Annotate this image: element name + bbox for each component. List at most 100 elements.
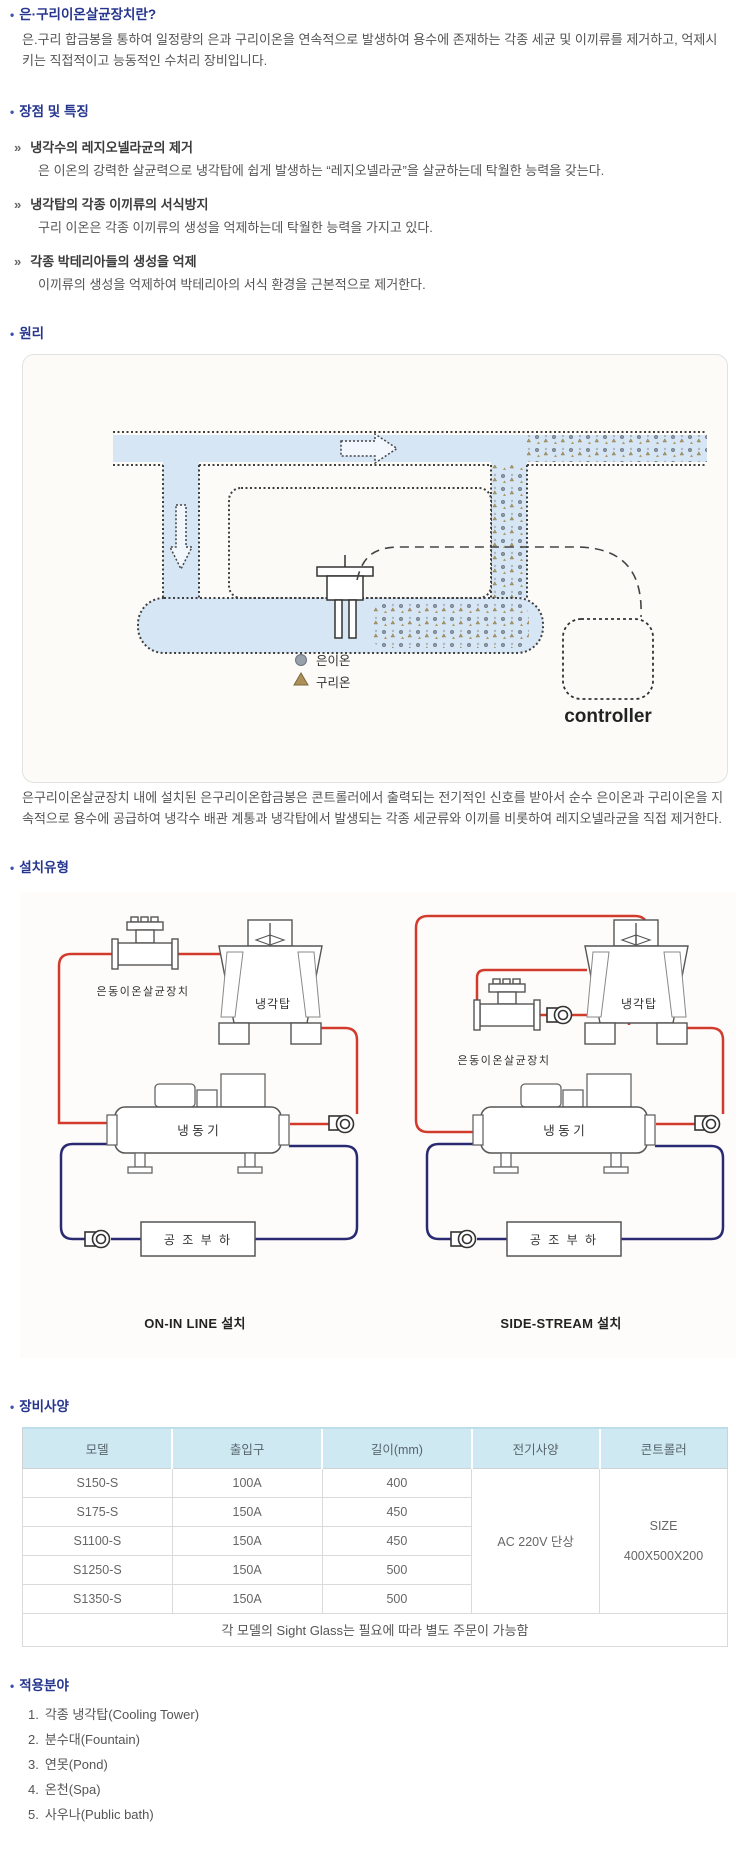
spec-length: 500 bbox=[321, 1554, 473, 1585]
intro-title: 은·구리이온살균장치란? bbox=[19, 7, 157, 22]
device-label: 은동이온살균장치 bbox=[96, 985, 189, 998]
controller-box bbox=[562, 617, 654, 700]
item-label: 각종 냉각탑(Cooling Tower) bbox=[44, 1706, 200, 1722]
list-item: 3. 연못(Pond) bbox=[28, 1754, 732, 1773]
spec-model: S1350-S bbox=[22, 1583, 173, 1614]
section-intro: • 은·구리이온살균장치란? 은.구리 합금봉을 통하여 일정량의 은과 구리이온… bbox=[10, 6, 732, 71]
feature-item: »냉각탑의 각종 이끼류의 서식방지 구리 이온은 각종 이끼류의 생성을 억제… bbox=[14, 194, 732, 236]
spec-controller: SIZE 400X500X200 bbox=[599, 1467, 728, 1614]
pump bbox=[327, 1114, 354, 1134]
bullet-icon: • bbox=[10, 326, 15, 341]
list-item: 4. 온천(Spa) bbox=[28, 1779, 732, 1798]
specs-table: 모델 출입구 길이(mm) 전기사양 콘트롤러 S150-S 100A 400 … bbox=[22, 1426, 728, 1647]
spec-inlet: 100A bbox=[171, 1467, 323, 1498]
chiller bbox=[105, 1073, 290, 1174]
principle-heading: •원리 bbox=[10, 325, 732, 344]
flow-arrows bbox=[168, 432, 399, 571]
device-label: 은동이온살균장치 bbox=[457, 1054, 550, 1067]
intro-body: 은.구리 합금봉을 통하여 일정량의 은과 구리이온을 연속적으로 발생하여 용… bbox=[22, 31, 718, 68]
table-row: S1250-S 150A 500 bbox=[22, 1554, 728, 1585]
load-label: 공 조 부 하 bbox=[163, 1233, 231, 1247]
features-heading: • 장점 및 특징 bbox=[10, 103, 732, 122]
feature-item: » 냉각수의 레지오넬라균의 제거 은 이온의 강력한 살균력으로 냉각탑에 쉽게… bbox=[14, 137, 732, 179]
bullet-icon: • bbox=[10, 8, 15, 22]
chiller-label: 냉 동 기 bbox=[543, 1124, 584, 1138]
section-features: • 장점 및 특징 » 냉각수의 레지오넬라균의 제거 은 이온의 강력한 살균력으… bbox=[10, 103, 732, 293]
load-box bbox=[139, 1221, 256, 1257]
col-header-inlet: 출입구 bbox=[171, 1426, 323, 1469]
spec-model: S150-S bbox=[22, 1467, 173, 1498]
principle-body: 은구리이온살균장치 내에 설치된 은구리이온합금봉은 콘트롤러에서 출력되는 전… bbox=[22, 789, 724, 826]
installation-heading: • 설치유형 bbox=[10, 859, 732, 878]
col-header-model: 모델 bbox=[22, 1426, 173, 1469]
item-label: 분수대(Fountain) bbox=[44, 1731, 140, 1747]
navy-pipe bbox=[425, 1142, 724, 1240]
col-header-controller: 콘트롤러 bbox=[598, 1426, 728, 1469]
bullet-icon: • bbox=[10, 860, 15, 875]
pump bbox=[545, 1005, 572, 1025]
on-in-line-diagram: 은동이온살균장치 냉각탑 bbox=[57, 916, 358, 1257]
spec-length: 450 bbox=[321, 1525, 473, 1556]
side-stream-diagram: 은동이온살균장치 bbox=[414, 914, 724, 1257]
signal-line bbox=[356, 545, 642, 617]
cooling-tower bbox=[217, 919, 323, 1045]
table-row: S1100-S 150A 450 bbox=[22, 1525, 728, 1556]
installation-title: 설치유형 bbox=[19, 859, 69, 875]
col-header-electrical: 전기사양 bbox=[470, 1426, 600, 1469]
list-item: 5.사우나(Public bath) bbox=[28, 1804, 732, 1823]
controller-size-label: SIZE bbox=[649, 1518, 678, 1533]
spec-length: 400 bbox=[321, 1467, 473, 1498]
item-number: 1. bbox=[28, 1706, 39, 1722]
feature-desc: 은 이온의 강력한 살균력으로 냉각탑에 쉽게 발생하는 “레지오넬라균”을 살… bbox=[38, 162, 605, 178]
tower-label: 냉각탑 bbox=[620, 997, 656, 1011]
spec-model: S1250-S bbox=[22, 1554, 173, 1585]
on-in-line-caption: ON-IN LINE 설치 bbox=[144, 1315, 246, 1331]
navy-pipe bbox=[59, 1142, 358, 1240]
installation-diagrams: 은동이온살균장치 냉각탑 bbox=[20, 891, 736, 1358]
bullet-icon: • bbox=[10, 104, 15, 119]
intro-heading: • 은·구리이온살균장치란? bbox=[10, 6, 732, 25]
table-row: S175-S 150A 450 bbox=[22, 1496, 728, 1527]
bullet-icon: • bbox=[10, 1399, 15, 1414]
item-number: 4. bbox=[28, 1781, 39, 1797]
chevron-marker-icon: » bbox=[14, 139, 22, 155]
legend: 은이온 구리온 bbox=[293, 653, 351, 690]
silver-ion-icon bbox=[295, 653, 307, 666]
item-number: 3. bbox=[28, 1756, 39, 1772]
spec-model: S1100-S bbox=[22, 1525, 173, 1556]
item-label: 연못(Pond) bbox=[44, 1756, 108, 1772]
col-header-length: 길이(mm) bbox=[321, 1426, 472, 1469]
item-label: 온천(Spa) bbox=[44, 1781, 101, 1797]
controller-size-value: 400X500X200 bbox=[623, 1548, 704, 1563]
flow-arrow-right-icon bbox=[340, 432, 399, 465]
side-stream-caption: SIDE-STREAM 설치 bbox=[500, 1315, 622, 1331]
cooling-tower bbox=[583, 919, 689, 1045]
item-label: 사우나(Public bath) bbox=[44, 1806, 154, 1822]
copper-ion-icon bbox=[293, 671, 309, 686]
spec-model: S175-S bbox=[22, 1496, 173, 1527]
list-item: 1. 각종 냉각탑(Cooling Tower) bbox=[28, 1704, 732, 1723]
ion-device bbox=[472, 978, 541, 1031]
spec-inlet: 150A bbox=[171, 1554, 323, 1585]
chiller bbox=[471, 1073, 656, 1174]
feature-title-row: »냉각탑의 각종 이끼류의 서식방지 bbox=[14, 194, 732, 213]
table-row: S150-S 100A 400 AC 220V 단상 SIZE 400X500X… bbox=[22, 1467, 728, 1614]
pump bbox=[449, 1229, 476, 1249]
ion-particles bbox=[371, 434, 707, 648]
spec-inlet: 150A bbox=[171, 1583, 323, 1614]
feature-title: 냉각수의 레지오넬라균의 제거 bbox=[30, 139, 193, 155]
spec-electrical: AC 220V 단상 bbox=[471, 1467, 601, 1614]
features-title: 장점 및 특징 bbox=[19, 103, 89, 119]
section-principle: •원리 bbox=[10, 325, 732, 829]
feature-desc: 구리 이온은 각종 이끼류의 생성을 억제하는데 탁월한 능력을 가지고 있다. bbox=[38, 219, 433, 235]
feature-title-row: » 냉각수의 레지오넬라균의 제거 bbox=[14, 137, 732, 156]
pump bbox=[693, 1114, 720, 1134]
chiller-label: 냉 동 기 bbox=[177, 1124, 218, 1138]
spec-inlet: 150A bbox=[171, 1496, 323, 1527]
flow-arrow-down-icon bbox=[168, 504, 194, 571]
bullet-icon: • bbox=[10, 1678, 15, 1693]
controller-label: controller bbox=[564, 706, 652, 727]
ion-device bbox=[110, 916, 179, 970]
spec-length: 450 bbox=[321, 1496, 473, 1527]
